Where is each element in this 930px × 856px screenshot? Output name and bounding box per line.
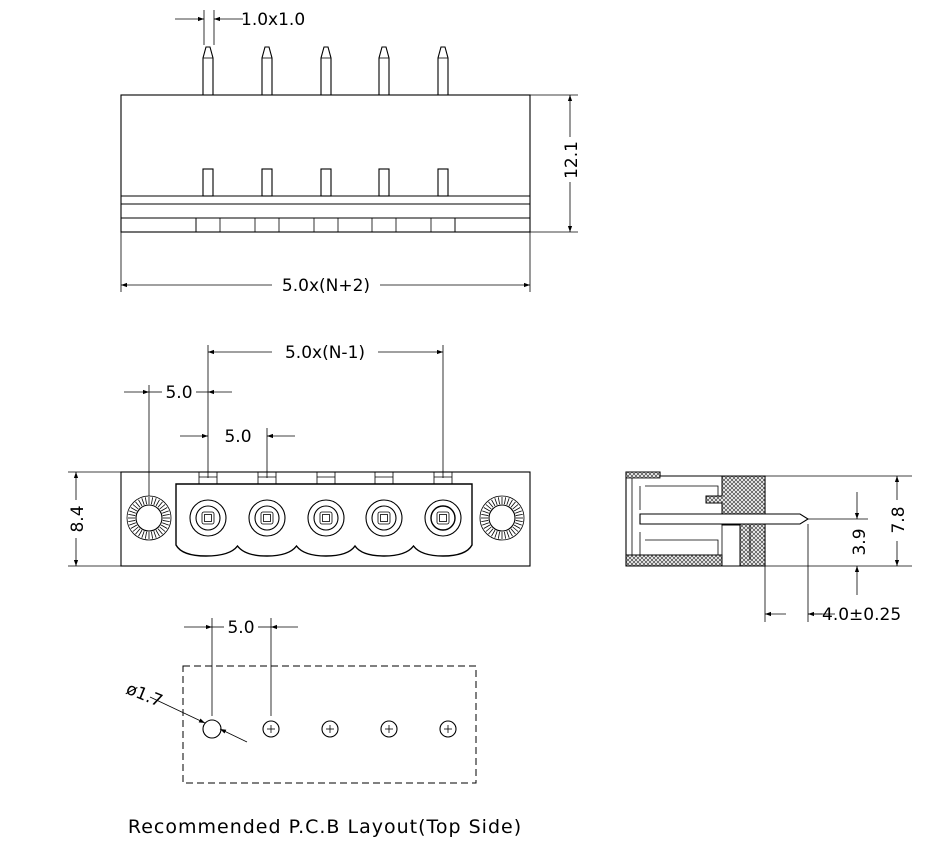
pcb-hole xyxy=(202,719,222,739)
top-view-body xyxy=(120,94,531,233)
screw-outer xyxy=(365,499,403,537)
screw-slot xyxy=(377,511,391,525)
top-pin-upper xyxy=(378,46,390,95)
screw-head xyxy=(371,505,397,531)
top-pin-lower xyxy=(261,168,273,197)
terminal-screws xyxy=(189,471,462,537)
top-view-slots xyxy=(195,218,456,232)
top-pin-upper xyxy=(437,46,449,95)
pcb-hole xyxy=(262,720,280,738)
height-label: 12.1 xyxy=(562,141,582,179)
pcb-pitch-label: 5.0 xyxy=(227,618,254,638)
pin-length-label: 4.0±0.25 xyxy=(822,605,901,625)
screw-head xyxy=(430,505,456,531)
top-pin-lower xyxy=(378,168,390,197)
flange-hole-inner xyxy=(135,504,163,532)
screw-head xyxy=(313,505,339,531)
top-pin-lower xyxy=(202,168,214,197)
screw-outer xyxy=(307,499,345,537)
pitch-front-label: 5.0 xyxy=(224,427,251,447)
plug-housing xyxy=(175,483,473,557)
screw-outer xyxy=(248,499,286,537)
screw-slot xyxy=(201,511,215,525)
pcb-layout: 5.0 ø1.7 xyxy=(123,618,477,784)
overall-length-label: 5.0x(N+2) xyxy=(282,276,370,296)
top-pin-upper xyxy=(320,46,332,95)
screw-slot xyxy=(436,511,450,525)
side-view: 7.8 3.9 4.0±0.25 xyxy=(625,471,912,625)
pcb-hole xyxy=(439,720,457,738)
screw-outer xyxy=(189,499,227,537)
flange-holes xyxy=(126,495,525,541)
top-pin-upper xyxy=(202,46,214,95)
pin-height-label: 3.9 xyxy=(850,528,870,555)
pin-span-label: 5.0x(N-1) xyxy=(285,343,365,363)
front-view: 5.0x(N-1) 5.0 5.0 8.4 xyxy=(68,343,531,567)
top-view-pins xyxy=(202,46,449,197)
pcb-hole xyxy=(321,720,339,738)
screw-head xyxy=(254,505,280,531)
top-view: 1.0x1.0 12.1 5.0x(N+2) xyxy=(120,10,582,296)
top-pin-lower xyxy=(320,168,332,197)
pcb-caption: Recommended P.C.B Layout(Top Side) xyxy=(128,816,522,838)
body-height-label: 8.4 xyxy=(68,505,88,532)
screw-slot xyxy=(319,511,333,525)
pcb-hole xyxy=(380,720,398,738)
side-pin xyxy=(639,513,810,525)
top-pin-upper xyxy=(261,46,273,95)
screw-slot xyxy=(260,511,274,525)
flange-to-pin-label: 5.0 xyxy=(165,383,192,403)
screw-head xyxy=(195,505,221,531)
screw-outer xyxy=(424,499,462,537)
hole-diameter-label: ø1.7 xyxy=(123,679,165,712)
pcb-holes xyxy=(202,719,457,739)
side-height-label: 7.8 xyxy=(889,506,909,533)
flange-hole-outer xyxy=(479,495,525,541)
pcb-outline xyxy=(182,665,477,784)
pin-section-label: 1.0x1.0 xyxy=(241,10,305,30)
top-pin-lower xyxy=(437,168,449,197)
flange-hole-inner xyxy=(488,504,516,532)
